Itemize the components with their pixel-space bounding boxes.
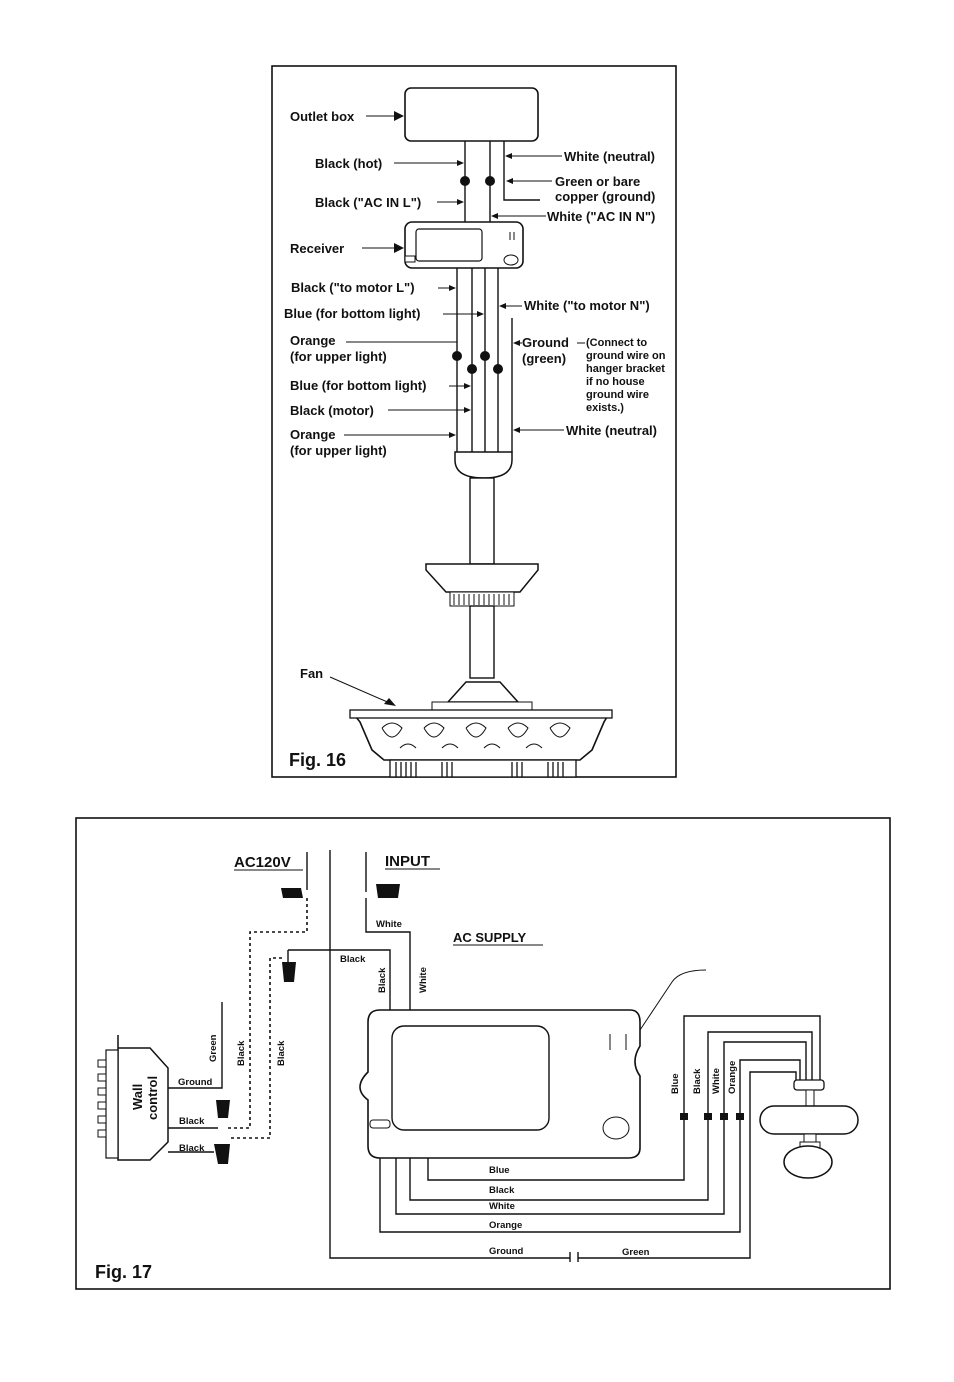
label-green-h: Green [622,1247,650,1258]
label-orange-upper-2b: (for upper light) [290,443,387,458]
label-orange-upper-2a: Orange [290,427,336,442]
label-black-to-motor-l: Black ("to motor L") [291,280,415,295]
fig17-panel: AC120V INPUT AC SUPPLY Wall contro [75,817,891,1290]
wire-nut-dot [460,176,470,186]
label-ground-green-b: (green) [522,351,566,366]
label-white-input: White [376,919,402,930]
label-black-v: Black [692,1068,703,1094]
label-ground-green-a: Ground [522,335,569,350]
wall-control-box [117,1035,169,1161]
label-green-bare-1: Green or bare [555,174,640,189]
label-blue-bottom-2: Blue (for bottom light) [290,378,426,393]
label-orange-upper-1b: (for upper light) [290,349,387,364]
label-white-vert: White [418,967,429,993]
label-ac120v: AC120V [234,854,291,871]
label-wall-control-2: control [145,1076,160,1120]
label-orange-v: Orange [727,1061,738,1094]
fan-pictogram [759,1079,859,1179]
label-ground-note-5: ground wire [586,389,649,401]
label-orange-upper-1a: Orange [290,333,336,348]
wire-nut-dot [485,176,495,186]
label-ground-wall: Ground [178,1077,212,1088]
label-white-v: White [711,1068,722,1094]
label-ground-h: Ground [489,1246,523,1257]
fig16-caption: Fig. 16 [289,750,346,770]
label-white-neutral-top: White (neutral) [564,149,655,164]
canopy-shape [454,451,513,479]
label-ground-note-1: (Connect to [586,337,647,349]
outlet-box-shape [404,87,539,142]
label-white-neutral-bottom: White (neutral) [566,423,657,438]
label-receiver: Receiver [290,241,344,256]
wire-nut [376,884,400,898]
label-black-top: Black [340,954,366,965]
label-wall-control-1: Wall [130,1084,145,1110]
label-black-wall-1: Black [179,1116,205,1127]
label-input: INPUT [385,853,430,870]
downrod-shape [469,477,495,565]
wire-nut [216,1100,230,1118]
label-blue-bottom-1: Blue (for bottom light) [284,306,420,321]
fig17-caption: Fig. 17 [95,1262,152,1282]
wire-nut [282,962,296,982]
label-ground-note-6: exists.) [586,402,624,414]
label-black-wall-2: Black [179,1143,205,1154]
label-blue-v: Blue [670,1073,681,1094]
label-ground-note-2: ground wire on [586,350,666,362]
wire-nut [281,888,303,898]
label-green-bare-2: copper (ground) [555,189,655,204]
label-white-ac-in-n: White ("AC IN N") [547,209,655,224]
label-black-dash-1: Black [236,1040,247,1066]
label-black-ac-in-l: Black ("AC IN L") [315,195,421,210]
label-ac-supply: AC SUPPLY [453,930,527,945]
label-fan: Fan [300,666,323,681]
label-black-dash-2: Black [276,1040,287,1066]
label-black-vert: Black [377,967,388,993]
label-orange-h: Orange [489,1220,522,1231]
label-white-to-motor-n: White ("to motor N") [524,298,650,313]
label-black-hot: Black (hot) [315,156,382,171]
fig17-frame [75,817,891,1290]
label-black-motor: Black (motor) [290,403,374,418]
label-black-h: Black [489,1185,515,1196]
label-outlet-box: Outlet box [290,109,355,124]
label-white-h: White [489,1201,515,1212]
wire-nut [214,1144,230,1164]
label-ground-note-4: if no house [586,376,645,388]
label-ground-note-3: hanger bracket [586,363,665,375]
fig16-panel: Outlet box Black (hot) White (neutral) G… [271,65,677,778]
fan-housing-shape [350,711,612,761]
label-green-wall: Green [208,1034,219,1062]
label-blue-h: Blue [489,1165,510,1176]
